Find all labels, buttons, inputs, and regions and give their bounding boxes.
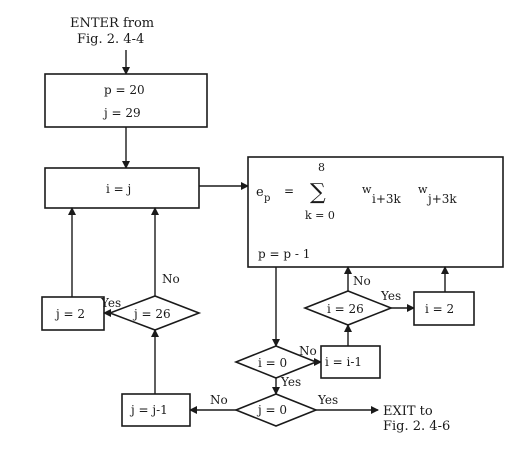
- formula-equals: =: [284, 184, 294, 198]
- i-decrement-box: [320, 345, 381, 379]
- i0-yes-label: Yes: [280, 375, 301, 389]
- decrement-p-text: p = p - 1: [258, 247, 310, 261]
- init-j-text: j = 29: [102, 106, 141, 120]
- set-i-text: i = j: [106, 182, 131, 196]
- formula-term2-sub: j+3k: [426, 192, 457, 206]
- j-decrement-text: j = j-1: [129, 403, 168, 417]
- j-reset-text: j = 2: [54, 307, 85, 321]
- j26-text: j = 26: [132, 307, 171, 321]
- i26-text: i = 26: [327, 302, 364, 316]
- entry-label-line2: Fig. 2. 4-4: [77, 32, 144, 47]
- formula-box: [247, 156, 504, 268]
- exit-label-line1: EXIT to: [383, 404, 433, 419]
- j26-no-label: No: [162, 272, 180, 286]
- i0-text: i = 0: [258, 356, 287, 370]
- j0-no-label: No: [210, 393, 228, 407]
- i-reset-box: [413, 291, 475, 326]
- j26-yes-label: Yes: [100, 296, 121, 310]
- j-reset-box: [41, 296, 105, 331]
- i-reset-text: i = 2: [425, 302, 454, 316]
- formula-term2: w: [418, 183, 428, 196]
- i-decrement-text: i = i-1: [325, 355, 362, 369]
- formula-term1: w: [362, 183, 372, 196]
- formula-sigma: ∑: [310, 180, 326, 205]
- set-i-box: [44, 167, 200, 209]
- init-p-text: p = 20: [104, 83, 145, 97]
- formula-upper-limit: 8: [318, 161, 325, 174]
- formula-lhs: e: [256, 185, 264, 200]
- exit-label-line2: Fig. 2. 4-6: [383, 419, 450, 434]
- j0-yes-label: Yes: [317, 393, 338, 407]
- j26-diamond: [107, 295, 202, 331]
- formula-term1-sub: i+3k: [372, 192, 402, 206]
- formula-lhs-sub: p: [264, 193, 270, 204]
- j-decrement-box: [121, 393, 191, 427]
- i26-yes-label: Yes: [380, 289, 401, 303]
- entry-label-line1: ENTER from: [70, 16, 154, 31]
- formula-lower-limit: k = 0: [305, 209, 335, 222]
- j0-text: j = 0: [256, 403, 287, 417]
- i0-no-label: No: [299, 344, 317, 358]
- i26-no-label: No: [353, 274, 371, 288]
